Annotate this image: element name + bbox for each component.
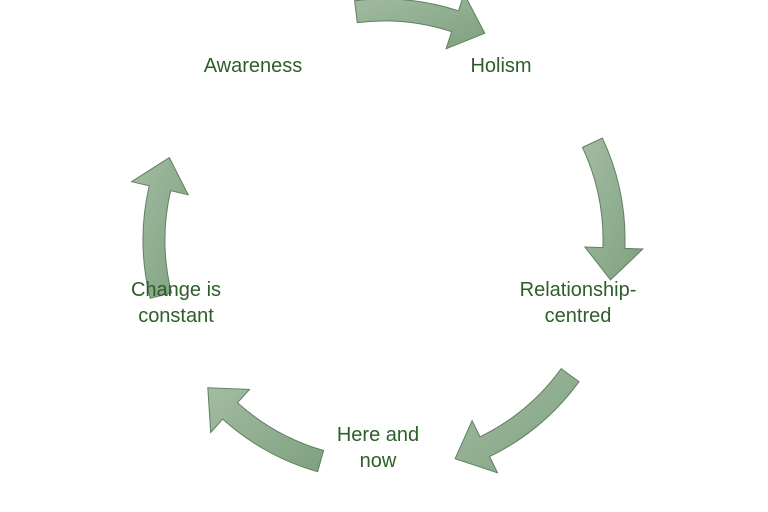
cycle-arrow-here-and-now-to-change-is-constant [207, 387, 325, 473]
node-label-relationship-centred: Relationship- centred [493, 277, 663, 329]
node-label-awareness: Awareness [168, 53, 338, 79]
cycle-arrow-holism-to-relationship-centred [581, 137, 645, 281]
cycle-arrow-awareness-to-holism [354, 0, 486, 50]
cycle-arrow-change-is-constant-to-awareness [130, 156, 190, 299]
node-label-change-is-constant: Change is constant [91, 277, 261, 329]
node-label-line: Change is [130, 279, 222, 301]
node-label-line: Relationship- [519, 279, 637, 301]
node-label-here-and-now: Here and now [293, 422, 463, 474]
cycle-arrow-relationship-centred-to-here-and-now [454, 368, 580, 474]
node-label-line: now [359, 450, 397, 472]
node-label-line: constant [138, 305, 214, 327]
node-label-line: Holism [470, 55, 532, 77]
node-label-line: centred [544, 305, 612, 327]
node-label-holism: Holism [416, 53, 586, 79]
node-label-line: Awareness [203, 55, 303, 77]
node-label-line: Here and [336, 424, 420, 446]
arrows-layer [130, 0, 645, 474]
